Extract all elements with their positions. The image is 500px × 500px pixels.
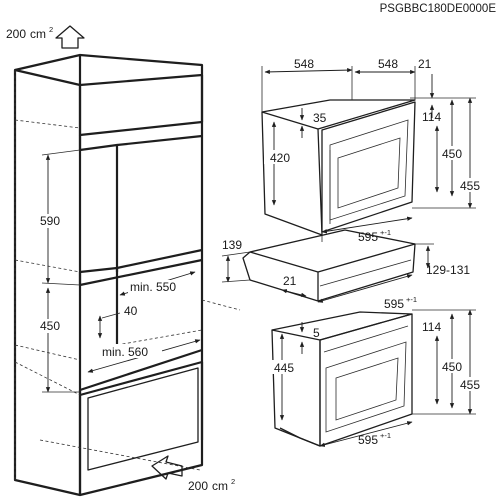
oven-door — [325, 341, 407, 433]
airflow-top-value: 200 — [6, 27, 26, 41]
drawer-outline — [242, 243, 416, 302]
oven-front-offset: 114 — [422, 320, 441, 334]
cabinet-min-depth: min. 550 — [130, 280, 176, 294]
compact-panel-height: 450 — [442, 147, 462, 161]
oven-side — [271, 329, 321, 447]
airflow-bottom-exp: 2 — [231, 477, 235, 486]
airflow-bottom-unit: cm — [212, 479, 228, 493]
cabinet-height-lower: 450 — [40, 319, 60, 333]
cabinet-min-width: min. 560 — [102, 345, 148, 359]
tall-cabinet — [13, 53, 241, 497]
airflow-top-unit: cm — [30, 27, 46, 41]
oven-window — [335, 357, 399, 421]
compact-front-offset: 114 — [422, 110, 441, 124]
compact-total-height: 455 — [460, 179, 480, 193]
airflow-top-exp: 2 — [49, 25, 53, 34]
cabinet-shelf-gap: 40 — [124, 304, 138, 318]
oven-front-width-tol: +-1 — [380, 431, 391, 440]
compact-oven: 548 548 21 35 420 114 450 455 595 +-1 — [261, 57, 484, 244]
airflow-bottom-value: 200 — [188, 479, 208, 493]
drawer-front-width-tol: +-1 — [406, 295, 417, 304]
compact-oven-window — [337, 137, 401, 209]
built-in-oven: 5 445 114 450 455 595 +-1 — [270, 309, 484, 447]
oven-body-height: 445 — [274, 361, 294, 375]
airflow-top: 200 cm 2 — [6, 25, 85, 49]
compact-body-height: 420 — [270, 151, 290, 165]
drawer-height: 139 — [222, 238, 242, 252]
oven-front — [319, 313, 413, 447]
compact-back-offset: 21 — [418, 57, 432, 71]
oven-front-width: 595 — [358, 433, 378, 447]
compact-oven-side — [261, 111, 323, 236]
cabinet-dimensions: 590 450 min. 550 40 min. 560 — [36, 149, 201, 393]
compact-top-gap: 35 — [313, 111, 327, 125]
airflow-up-arrow-icon — [55, 25, 85, 49]
compact-width-top: 548 — [294, 57, 314, 71]
oven-top-gap: 5 — [313, 326, 320, 340]
drawer-front-height: 129-131 — [426, 263, 470, 277]
airflow-bottom: 200 cm 2 — [151, 455, 235, 493]
warming-drawer: 139 21 595 +-1 129-131 — [221, 229, 470, 311]
oven-panel-height: 450 — [442, 360, 462, 374]
compact-front-width: 595 — [358, 230, 378, 244]
cabinet-outline — [13, 53, 204, 497]
airflow-in-arrow-icon — [151, 455, 183, 480]
compact-depth-top: 548 — [378, 57, 398, 71]
drawer-depth-offset: 21 — [283, 274, 297, 288]
drawer-front-width: 595 — [384, 297, 404, 311]
compact-front-width-tol: +-1 — [380, 228, 391, 237]
oven-total-height: 455 — [460, 378, 480, 392]
document-code: PSGBBC180DE0000E — [380, 3, 497, 15]
compact-oven-front — [321, 101, 416, 233]
cabinet-height-upper: 590 — [40, 214, 60, 228]
